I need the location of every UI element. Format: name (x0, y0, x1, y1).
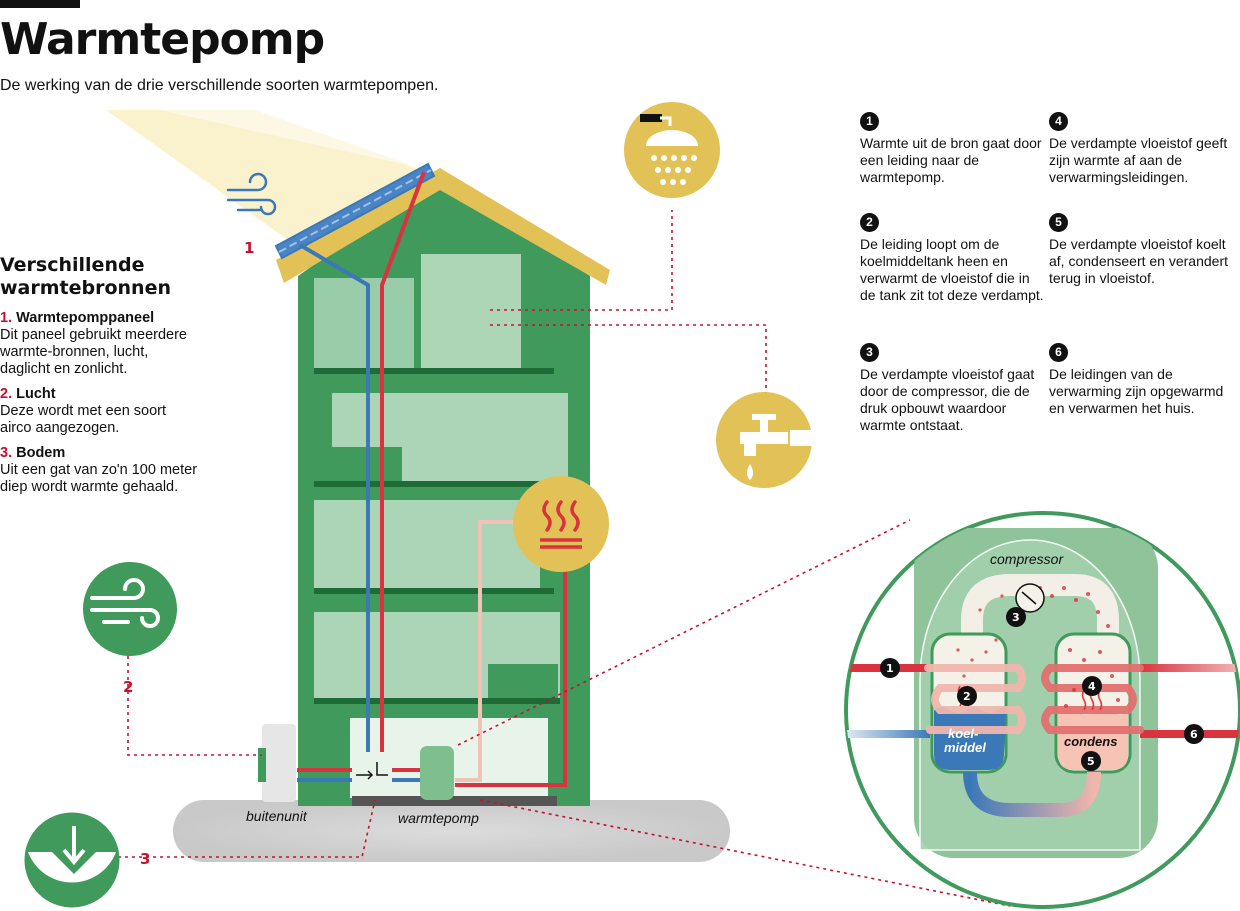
compressor-label: compressor (990, 551, 1064, 567)
svg-text:1: 1 (886, 662, 894, 675)
step-item: 2 De leiding loopt om de koelmiddeltank … (860, 213, 1044, 303)
ground (173, 800, 730, 862)
marker-3: 3 (140, 850, 150, 868)
step-item: 3 De verdampte vloeistof gaat door de co… (860, 343, 1035, 433)
svg-text:4: 4 (1088, 680, 1096, 693)
svg-text:2: 2 (963, 690, 971, 703)
zoom-badges: 1 2 3 4 5 6 (880, 607, 1204, 771)
step-item: 4 De verdampte vloeistof geeft zijn warm… (1049, 112, 1228, 185)
top-bar (0, 0, 80, 8)
koelmiddel-label-2: middel (944, 740, 986, 755)
source-item-ground: 3. Bodem Uit een gat van zo'n 100 meter … (0, 445, 198, 495)
koelmiddel-label-1: koel- (948, 726, 978, 741)
marker-2: 2 (123, 678, 133, 696)
ground-source-icon (24, 812, 120, 908)
dotted-leaders (118, 210, 1011, 907)
air-source-icon (83, 562, 177, 656)
heat-pump-unit (420, 746, 454, 800)
source-item-air: 2. Lucht Deze wordt met een soort airco … (0, 386, 167, 436)
outdoor-unit (262, 724, 296, 802)
shower-icon (624, 102, 720, 198)
condens-label: condens (1064, 734, 1117, 749)
heat-pump-panel (274, 162, 436, 260)
sources-heading: Verschillende warmtebronnen (0, 254, 171, 299)
wind-icon (226, 172, 277, 216)
svg-text:6: 6 (1190, 728, 1198, 741)
heat-pump-label: warmtepomp (398, 810, 479, 826)
junction-arrow (356, 762, 388, 780)
heating-icon (513, 476, 609, 572)
step-item: 6 De leidingen van de verwarming zijn op… (1049, 343, 1224, 416)
pipes (297, 171, 567, 787)
outdoor-unit-label: buitenunit (246, 808, 308, 824)
step-item: 1 Warmte uit de bron gaat door een leidi… (860, 112, 1042, 185)
svg-text:3: 3 (1012, 611, 1020, 624)
source-item-panel: 1. Warmtepomppaneel Dit paneel gebruikt … (0, 310, 187, 377)
marker-1: 1 (244, 239, 254, 257)
building (276, 168, 610, 806)
sources-legend: Verschillende warmtebronnen 1. Warmtepom… (0, 254, 200, 504)
tap-icon (716, 392, 812, 488)
step-item: 5 De verdampte vloeistof koelt af, conde… (1049, 213, 1229, 286)
zoom-detail: compressor koel- middel condens 1 2 3 4 … (844, 511, 1240, 909)
svg-text:5: 5 (1087, 755, 1095, 768)
page-title: Warmtepomp (0, 14, 325, 65)
page-subtitle: De werking van de drie verschillende soo… (0, 77, 439, 94)
